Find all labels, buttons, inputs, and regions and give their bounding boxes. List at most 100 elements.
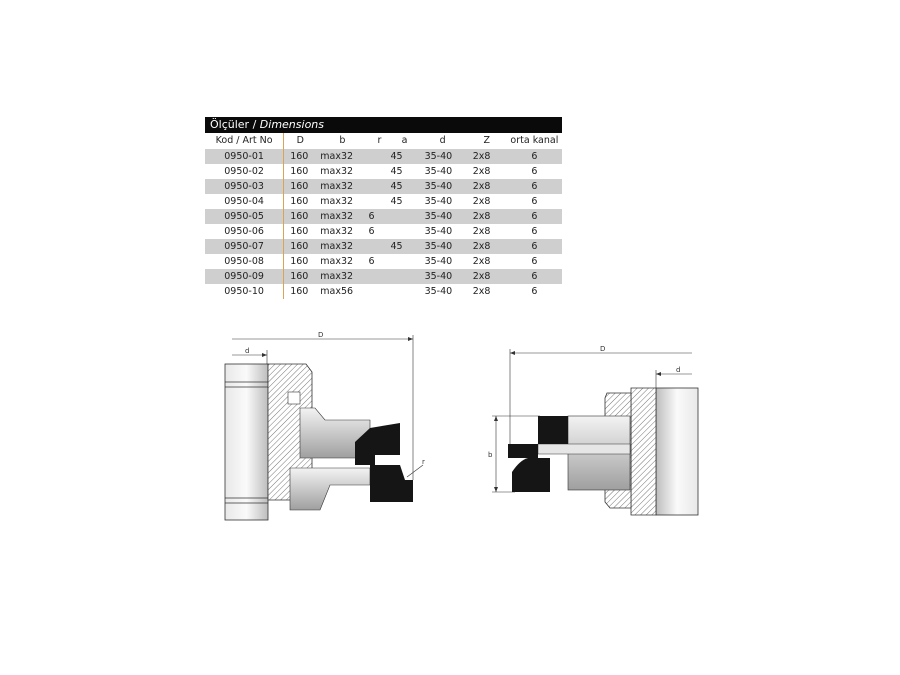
cell-a: 45 <box>390 149 419 164</box>
cell-D: 160 <box>283 209 317 224</box>
cell-d: 35-40 <box>424 226 453 237</box>
col-Z: Z <box>483 135 490 146</box>
cell-d: 35-40 <box>424 286 453 297</box>
cell-a <box>390 269 419 284</box>
cell-b: max32 <box>316 209 369 224</box>
label-d: d <box>245 347 249 355</box>
cell-r: 6 <box>368 226 375 237</box>
cell-D: 160 <box>283 269 317 284</box>
col-orta-kanal: orta kanal <box>510 135 559 146</box>
cell-d: 35-40 <box>418 149 467 164</box>
cell-d: 35-40 <box>424 166 453 177</box>
cell-b: max32 <box>320 226 354 237</box>
cell-b: max32 <box>316 179 369 194</box>
cutter-diagram-right: D d b <box>488 345 699 516</box>
cell-orta-kanal: 6 <box>506 149 562 164</box>
col-r: r <box>377 135 382 146</box>
cell-d: 35-40 <box>424 196 453 207</box>
cell-D: 160 <box>283 239 317 254</box>
table-title: Ölçüler / Dimensions <box>205 117 562 133</box>
cell-d: 35-40 <box>418 209 467 224</box>
cell-a: 45 <box>390 196 403 207</box>
cell-kod: 0950-02 <box>224 166 264 177</box>
col-kod: Kod / Art No <box>215 135 273 146</box>
cell-kod: 0950-01 <box>205 149 284 164</box>
cell-D: 160 <box>283 224 317 239</box>
cell-Z: 2x8 <box>466 149 507 164</box>
cell-r <box>368 194 390 209</box>
label-r: r <box>422 458 425 466</box>
cell-orta-kanal: 6 <box>506 269 562 284</box>
label-D: D <box>600 345 605 353</box>
cell-b: max32 <box>316 269 369 284</box>
col-a: a <box>401 135 408 146</box>
cell-r <box>368 239 391 254</box>
cell-b: max32 <box>316 149 369 164</box>
cell-b: max32 <box>320 196 354 207</box>
cell-D: 160 <box>283 179 317 194</box>
label-b: b <box>488 451 493 459</box>
cell-r: 6 <box>368 209 391 224</box>
cell-Z: 2x8 <box>472 256 491 267</box>
cell-b: max32 <box>316 239 369 254</box>
cell-a <box>390 209 419 224</box>
cell-D: 160 <box>283 254 317 269</box>
label-D: D <box>318 331 323 339</box>
cell-r: 6 <box>368 256 375 267</box>
cell-kod: 0950-09 <box>205 269 284 284</box>
cell-Z: 2x8 <box>466 209 507 224</box>
cell-b: max56 <box>320 286 354 297</box>
cell-a: 45 <box>390 179 419 194</box>
cell-kod: 0950-07 <box>205 239 284 254</box>
cell-Z: 2x8 <box>472 196 491 207</box>
cell-kod: 0950-05 <box>205 209 284 224</box>
col-d: d <box>439 135 446 146</box>
dimensions-grid: Kod / Art No D b r a d Z orta kanal 0950… <box>205 133 562 299</box>
cutter-diagram-left: D d r <box>224 331 425 521</box>
cell-b: max32 <box>320 256 354 267</box>
cell-r <box>368 179 391 194</box>
cell-a <box>390 224 418 239</box>
cell-orta-kanal: 6 <box>506 209 562 224</box>
cell-a <box>390 284 418 299</box>
cell-d: 35-40 <box>418 269 467 284</box>
cell-a: 45 <box>390 166 403 177</box>
header-row: Kod / Art No D b r a d Z orta kanal <box>205 133 562 149</box>
cell-Z: 2x8 <box>472 226 491 237</box>
cell-D: 160 <box>283 194 317 209</box>
cell-Z: 2x8 <box>472 166 491 177</box>
cell-Z: 2x8 <box>466 269 507 284</box>
cell-r <box>368 164 390 179</box>
cell-Z: 2x8 <box>466 179 507 194</box>
cell-orta-kanal: 6 <box>531 196 538 207</box>
cell-kod: 0950-03 <box>205 179 284 194</box>
cell-r <box>368 149 391 164</box>
cell-r <box>368 284 390 299</box>
dimensions-table: Ölçüler / Dimensions Kod / Art No D b r … <box>205 117 562 299</box>
cell-orta-kanal: 6 <box>531 256 538 267</box>
cell-d: 35-40 <box>424 256 453 267</box>
cell-D: 160 <box>283 164 317 179</box>
label-d: d <box>676 366 680 374</box>
cell-b: max32 <box>320 166 354 177</box>
cell-D: 160 <box>283 284 317 299</box>
cell-d: 35-40 <box>418 239 467 254</box>
cell-D: 160 <box>283 149 317 164</box>
cell-a <box>390 254 418 269</box>
cell-kod: 0950-06 <box>224 226 264 237</box>
cell-r <box>368 269 391 284</box>
cell-kod: 0950-08 <box>224 256 264 267</box>
cell-kod: 0950-10 <box>224 286 264 297</box>
cell-a: 45 <box>390 239 419 254</box>
title-english: Dimensions <box>259 118 324 131</box>
col-b: b <box>339 135 346 146</box>
cell-orta-kanal: 6 <box>531 286 538 297</box>
